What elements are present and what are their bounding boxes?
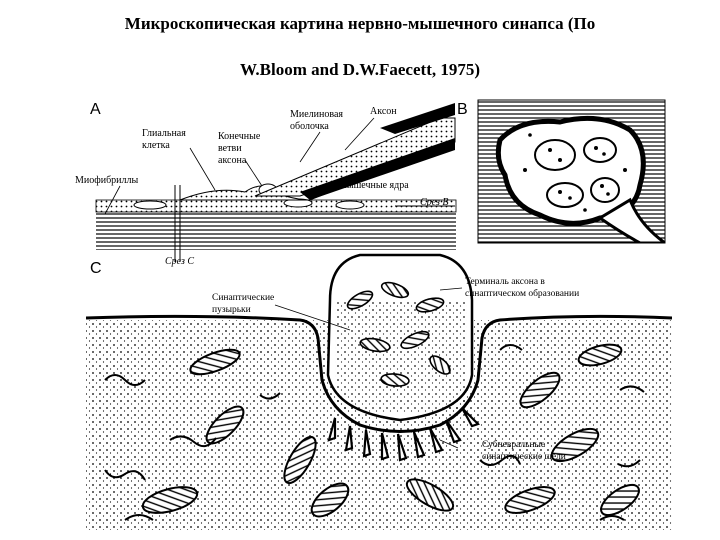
- panel-c-letter: C: [90, 260, 102, 277]
- panel-a-letter: A: [90, 101, 101, 118]
- label-vesicles-1: Синаптические: [212, 293, 274, 303]
- label-clefts-1: Субневральные: [482, 439, 545, 450]
- muscle-nucleus: [335, 200, 365, 210]
- label-nuclei: Мышечные ядра: [338, 180, 409, 191]
- sarcolemma: [86, 314, 672, 433]
- label-branches-2: ветви: [218, 143, 242, 154]
- muscle-nucleus: [133, 200, 167, 210]
- label-section-c: Срез C: [165, 256, 194, 267]
- axon-terminal: [590, 177, 620, 203]
- muscle-mitochondria: [141, 343, 640, 518]
- label-terminal-2: синаптическом образовании: [465, 288, 579, 299]
- title-line-1: Микроскопическая картина нервно-мышечног…: [124, 14, 596, 33]
- label-vesicles-2: пузырьки: [212, 305, 251, 315]
- label-myelin-2: оболочка: [290, 121, 329, 132]
- panel-b-letter: B: [457, 101, 468, 118]
- label-myelin-1: Миелиновая: [290, 109, 343, 120]
- myelin-sheath: [380, 103, 455, 134]
- title-line-2: W.Bloom and D.W.Faecett, 1975): [239, 60, 481, 79]
- label-terminal-1: Терминаль аксона в: [465, 277, 545, 287]
- panel-b: B: [457, 99, 666, 244]
- label-glia-2: клетка: [142, 140, 170, 151]
- panel-a: A Аксон Миелиновая оболочка Глиальная: [75, 101, 457, 267]
- axon: [254, 117, 456, 197]
- label-section-b: Срез B: [420, 197, 449, 208]
- sarcoplasmic-reticulum: [104, 344, 645, 521]
- muscle-fiber-striations: [96, 210, 456, 250]
- panel-c: C: [86, 253, 672, 530]
- label-axon: Аксон: [370, 106, 397, 117]
- label-branches-1: Конечные: [218, 131, 261, 142]
- label-branches-3: аксона: [218, 155, 247, 166]
- terminal-mitochondria: [346, 281, 451, 387]
- label-clefts-2: синаптические щели: [482, 452, 566, 462]
- myelin-sheath: [300, 138, 455, 200]
- label-myofibrils: Миофибриллы: [75, 175, 138, 186]
- synaptic-vesicles: [335, 300, 467, 412]
- axon-terminal: [583, 137, 617, 163]
- label-glia-1: Глиальная: [142, 128, 186, 139]
- axon-terminal: [534, 139, 576, 171]
- axon-terminal: [546, 182, 584, 208]
- subneural-clefts: [327, 407, 481, 462]
